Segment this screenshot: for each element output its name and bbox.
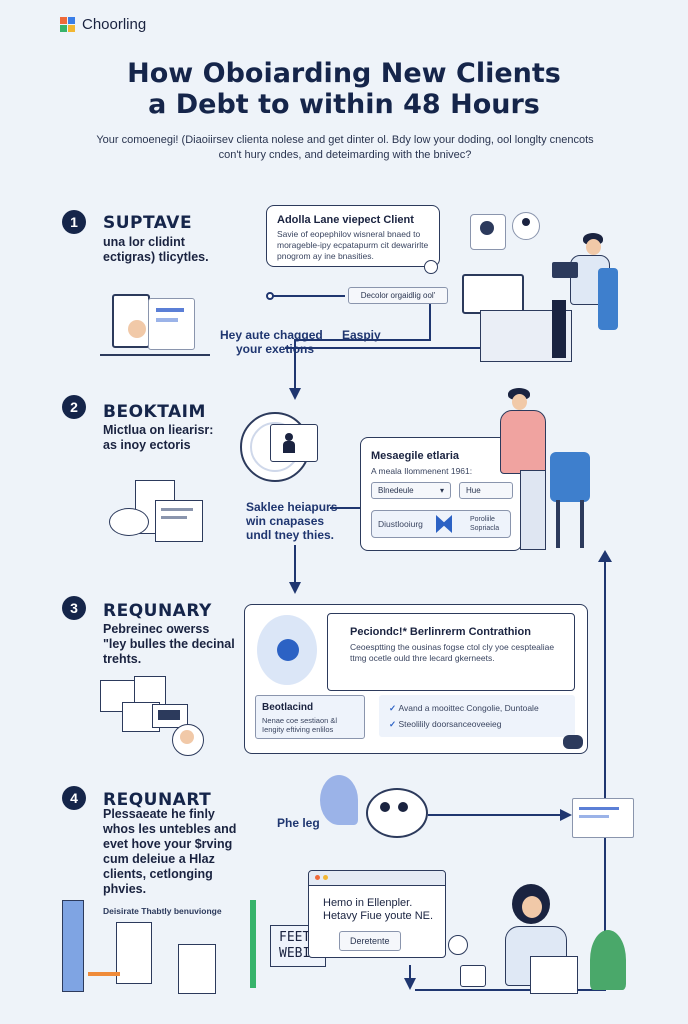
- messaging-card[interactable]: Mesaegile etlaria A meala Ilommenent 196…: [360, 437, 522, 551]
- brand-name: Choorling: [82, 16, 147, 33]
- check-icon: ✓: [389, 719, 399, 729]
- chair-leg: [580, 500, 584, 548]
- worker-2-legs: [520, 470, 546, 550]
- contract-description: Ceoesptting the ousinas fogse ctol cly y…: [350, 642, 555, 663]
- building-illustration: [62, 900, 84, 992]
- flow-label-1-continued: your exetions: [236, 342, 315, 356]
- messaging-footer-bar[interactable]: Diustlooiurg Poroliile Sopriacla: [371, 510, 511, 538]
- calculator-icon: [460, 965, 486, 987]
- step-1-documents-illustration: [100, 290, 210, 362]
- status-icon: [448, 935, 468, 955]
- messaging-card-title: Mesaegile etlaria: [371, 450, 460, 462]
- step-3-documents-illustration: [98, 672, 208, 758]
- paper-icon: [178, 944, 216, 994]
- step-2-documents-illustration: [105, 478, 205, 548]
- person-icon: [512, 212, 540, 240]
- schedule-select[interactable]: Blnedeule▾: [371, 482, 451, 499]
- step-4-number: 4: [62, 786, 86, 810]
- title-line-1: How Oboiarding New Clients: [127, 58, 561, 89]
- step-2-number: 2: [62, 395, 86, 419]
- worker-2-body: [500, 410, 546, 474]
- report-card-icon: [572, 798, 634, 838]
- brand-logo[interactable]: Choorling: [60, 16, 146, 33]
- palm-tree-illustration: [250, 900, 256, 988]
- worker-3-laptop: [530, 956, 578, 994]
- plant-illustration: [320, 775, 358, 825]
- profile-photo-icon: [470, 214, 506, 250]
- messaging-card-subtitle: A meala Ilommenent 1961:: [371, 466, 473, 476]
- step-3-description: Pebreinec owerss "ley bulles the decinal…: [103, 622, 235, 666]
- worker-2-chair: [550, 452, 590, 502]
- document-stack-illustration: [116, 922, 152, 984]
- client-info-card-title: Adolla Lane viepect Client: [277, 214, 414, 226]
- page-subtitle: Your comoenegi! (Diaoiirsev clienta nole…: [96, 134, 594, 161]
- contract-summary-panel: Peciondc!* Berlinrerm Contrathion Ceoesp…: [327, 613, 575, 691]
- messaging-footer-right: Poroliile Sopriacla: [470, 516, 500, 532]
- check-icon: ✓: [389, 703, 399, 713]
- flow-label-4: Phe leg: [277, 816, 320, 830]
- contract-card[interactable]: Peciondc!* Berlinrerm Contrathion Ceoesp…: [244, 604, 588, 754]
- browser-titlebar: [309, 871, 445, 886]
- step-1-number: 1: [62, 210, 86, 234]
- step-2-title: BEOKTAIM: [103, 402, 206, 422]
- contract-title: Peciondc!* Berlinrerm Contrathion: [350, 626, 531, 638]
- plant-illustration: [590, 930, 626, 990]
- bottom-card-message: Hemo in Ellenpler. Hetavy Fiue youte NE.: [323, 897, 434, 922]
- client-info-card-body: Savie of eopephilov wisneral bnaed to mo…: [277, 229, 429, 261]
- arrow-icon: [88, 972, 120, 976]
- hue-field[interactable]: Hue: [459, 482, 513, 499]
- clock-icon: [424, 260, 438, 274]
- step-4-description: Plessaeate he finly whos les untebles an…: [103, 807, 237, 896]
- worker-1-head: [583, 233, 603, 255]
- step-1-title: SUPTAVE: [103, 213, 193, 233]
- feedback-body: Nenae coe sestiaon &l Iengity eftiving e…: [262, 716, 338, 734]
- desk-monitor: [462, 274, 524, 314]
- step-4-title: REQUNART: [103, 790, 212, 810]
- organizing-form-field[interactable]: Decolor orgaidlig ool': [348, 287, 448, 304]
- worker-1-legs: [552, 300, 566, 358]
- client-info-card[interactable]: Adolla Lane viepect Client Savie of eope…: [266, 205, 440, 267]
- logo-icon: [60, 16, 76, 33]
- bottom-caption: Deisirate Thabtly benuvionge: [103, 906, 222, 916]
- worker-3-head: [522, 896, 542, 918]
- flow-label-1: Hey aute chagged: [220, 328, 323, 342]
- step-2-description: Mictlua on liearisr: as inoy ectoris: [103, 423, 214, 452]
- checklist-item-1[interactable]: ✓ Avand a mooittec Congolie, Duntoale: [389, 703, 539, 713]
- step-3-number: 3: [62, 596, 86, 620]
- bottom-browser-card[interactable]: Hemo in Ellenpler. Hetavy Fiue youte NE.…: [308, 870, 446, 958]
- title-line-2: a Debt to within 48 Hours: [148, 89, 540, 120]
- handshake-illustration: [257, 615, 317, 685]
- feedback-panel[interactable]: Beotlacind Nenae coe sestiaon &l Iengity…: [255, 695, 365, 739]
- flow-label-1-secondary: Easpiy: [342, 328, 381, 342]
- bow-icon: [436, 515, 452, 533]
- chevron-down-icon: ▾: [439, 486, 444, 495]
- flow-label-2: Saklee heiapurs win cnapases undl tney t…: [246, 500, 338, 542]
- worker-2-head: [508, 388, 530, 412]
- checklist-item-2[interactable]: ✓ Steolilily doorsanceoveeieg: [389, 719, 502, 729]
- team-icon: [366, 788, 428, 838]
- laptop: [552, 262, 578, 278]
- step-1-description: una lor clidint ectigras) tlicytles.: [103, 235, 209, 264]
- cloud-icon: [563, 735, 583, 749]
- step-3-title: REQUNARY: [103, 601, 212, 621]
- worker-1-chair: [598, 268, 618, 330]
- video-card-icon: [270, 424, 318, 462]
- page-title: How Oboiarding New Clients a Debt to wit…: [0, 58, 688, 120]
- chair-leg: [556, 500, 560, 548]
- detent-button[interactable]: Deretente: [339, 931, 401, 951]
- checklist-panel: ✓ Avand a mooittec Congolie, Duntoale ✓ …: [379, 695, 575, 737]
- feedback-title: Beotlacind: [262, 702, 314, 713]
- messaging-footer-left: Diustlooiurg: [378, 519, 423, 529]
